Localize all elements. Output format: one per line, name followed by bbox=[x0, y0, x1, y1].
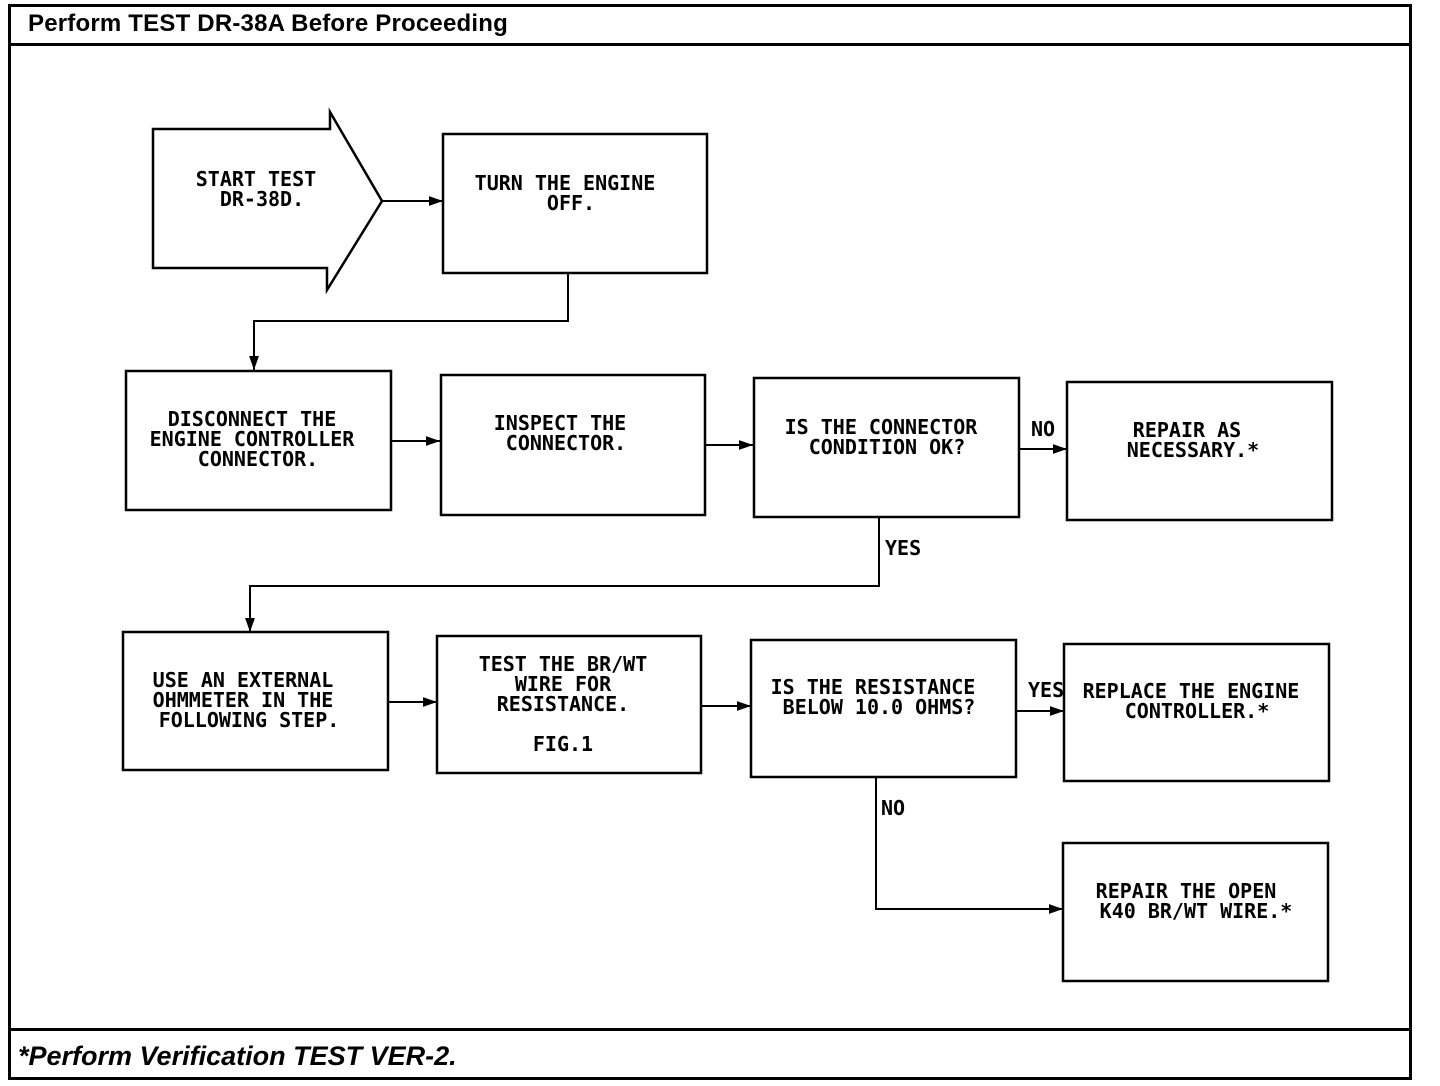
svg-text:IS THE CONNECTOR CONDITI: IS THE CONNECTOR CONDITION OK? bbox=[785, 415, 990, 459]
edge-label-resistance-no: NO bbox=[881, 796, 905, 820]
svg-text:REPLACE THE ENGINE CONTR: REPLACE THE ENGINE CONTROLLER.* bbox=[1083, 679, 1312, 723]
node-inspect-connector: INSPECT THE CONNECTOR. bbox=[439, 373, 707, 517]
node-test-wire-line-3: RESISTANCE. bbox=[497, 692, 629, 716]
node-use-external-ohmmeter: USE AN EXTERNAL OHMMETER IN THE FOLLOWIN… bbox=[121, 630, 390, 772]
node-repair-open-wire: REPAIR THE OPEN K40 BR/WT WIRE.* bbox=[1061, 841, 1330, 983]
node-condition-line-2: CONDITION OK? bbox=[809, 435, 966, 459]
edge-turn-off-to-disconnect bbox=[249, 273, 569, 370]
edge-condition-yes bbox=[245, 517, 880, 632]
node-replace-line-2: CONTROLLER.* bbox=[1125, 699, 1270, 723]
svg-text:TEST THE BR/WT WIRE FOR: TEST THE BR/WT WIRE FOR RESISTANCE. FIG.… bbox=[479, 652, 660, 756]
page-frame bbox=[8, 4, 1412, 1080]
node-repair-necessary-line-1: REPAIR AS bbox=[1133, 418, 1241, 442]
node-disconnect-connector: DISCONNECT THE ENGINE CONTROLLER CONNECT… bbox=[124, 369, 393, 512]
node-turn-off-line-2: OFF. bbox=[547, 191, 595, 215]
node-ohmmeter-line-1: USE AN EXTERNAL bbox=[153, 668, 334, 692]
node-replace-line-1: REPLACE THE ENGINE bbox=[1083, 679, 1300, 703]
svg-text:IS THE RESISTANCE BELOW: IS THE RESISTANCE BELOW 10.0 OHMS? bbox=[771, 675, 988, 719]
svg-text:USE AN EXTERNAL OHMMETER: USE AN EXTERNAL OHMMETER IN THE FOLLOWIN… bbox=[153, 668, 346, 732]
node-resistance-below-10-ohms: IS THE RESISTANCE BELOW 10.0 OHMS? bbox=[749, 638, 1018, 779]
node-start-test: START TEST DR-38D. bbox=[151, 107, 384, 295]
node-inspect-line-1: INSPECT THE bbox=[494, 411, 626, 435]
node-start-line-1: START TEST bbox=[196, 167, 316, 191]
header-divider bbox=[8, 43, 1412, 46]
node-repair-as-necessary: REPAIR AS NECESSARY.* bbox=[1065, 380, 1334, 522]
edge-label-condition-no: NO bbox=[1031, 417, 1055, 441]
edge-label-condition-yes: YES bbox=[885, 536, 921, 560]
node-start-line-2: DR-38D. bbox=[220, 187, 304, 211]
node-inspect-line-2: CONNECTOR. bbox=[506, 431, 626, 455]
node-disconnect-line-2: ENGINE CONTROLLER bbox=[150, 427, 356, 451]
page-title: Perform TEST DR-38A Before Proceeding bbox=[28, 10, 508, 37]
svg-text:INSPECT THE CONNECTOR.: INSPECT THE CONNECTOR. bbox=[494, 411, 639, 455]
svg-text:START TEST DR-38D.: START TEST DR-38D. bbox=[196, 167, 328, 211]
node-test-wire-figure-ref: FIG.1 bbox=[533, 732, 593, 756]
node-repair-necessary-line-2: NECESSARY.* bbox=[1127, 438, 1259, 462]
flowchart-connectors bbox=[245, 196, 1067, 914]
node-disconnect-line-1: DISCONNECT THE bbox=[168, 407, 337, 431]
node-test-wire-line-2: WIRE FOR bbox=[515, 672, 612, 696]
node-resistance-line-2: BELOW 10.0 OHMS? bbox=[783, 695, 976, 719]
svg-text:REPAIR AS NECESSARY.*: REPAIR AS NECESSARY.* bbox=[1127, 418, 1259, 462]
node-connector-condition-ok: IS THE CONNECTOR CONDITION OK? bbox=[752, 376, 1021, 519]
node-ohmmeter-line-2: OHMMETER IN THE bbox=[153, 688, 334, 712]
node-resistance-line-1: IS THE RESISTANCE bbox=[771, 675, 976, 699]
node-condition-line-1: IS THE CONNECTOR bbox=[785, 415, 979, 439]
footer-note: *Perform Verification TEST VER-2. bbox=[18, 1041, 457, 1071]
node-repair-open-line-2: K40 BR/WT WIRE.* bbox=[1100, 899, 1293, 923]
svg-text:REPAIR THE OPEN K40 BR/W: REPAIR THE OPEN K40 BR/WT WIRE.* bbox=[1096, 879, 1293, 923]
svg-text:TURN THE ENGINE OFF.: TURN THE ENGINE OFF. bbox=[475, 171, 668, 215]
edge-label-resistance-yes: YES bbox=[1028, 678, 1064, 702]
node-ohmmeter-line-3: FOLLOWING STEP. bbox=[159, 708, 340, 732]
node-test-br-wt-wire: TEST THE BR/WT WIRE FOR RESISTANCE. FIG.… bbox=[435, 634, 703, 775]
node-turn-engine-off: TURN THE ENGINE OFF. bbox=[441, 132, 709, 275]
edge-resistance-no bbox=[875, 777, 1063, 914]
node-turn-off-line-1: TURN THE ENGINE bbox=[475, 171, 656, 195]
node-replace-engine-controller: REPLACE THE ENGINE CONTROLLER.* bbox=[1062, 642, 1331, 783]
node-repair-open-line-1: REPAIR THE OPEN bbox=[1096, 879, 1277, 903]
footer-divider bbox=[8, 1028, 1412, 1031]
node-disconnect-line-3: CONNECTOR. bbox=[198, 447, 318, 471]
svg-text:DISCONNECT THE ENGINE CO: DISCONNECT THE ENGINE CONTROLLER CONNECT… bbox=[150, 407, 367, 471]
